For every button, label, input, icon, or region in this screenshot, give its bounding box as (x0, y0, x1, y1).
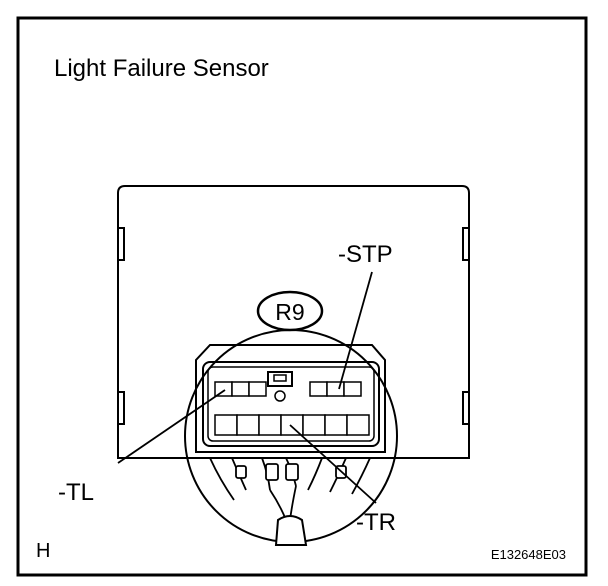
pin-cavity (302, 414, 326, 436)
wire-bundle (274, 515, 308, 546)
connector-inner-frame-2 (207, 366, 375, 442)
pin-cavity (280, 414, 304, 436)
pin-cavity (346, 414, 370, 436)
pin-cavity (236, 414, 260, 436)
pin-label-tl: -TL (58, 479, 94, 506)
right-tab-bottom (462, 391, 470, 425)
pin-label-tr: -TR (356, 509, 396, 536)
latch-pin (274, 390, 286, 402)
sensor-body (117, 185, 470, 459)
pin-row-lower (214, 414, 370, 436)
connector-code-oval (256, 290, 324, 332)
pin-row-upper-left (214, 381, 267, 397)
pin-cavity (214, 414, 238, 436)
diagram-title: Light Failure Sensor (54, 55, 269, 82)
pin-row-upper-right (309, 381, 362, 397)
connector-latch (267, 371, 293, 387)
left-tab-top (117, 227, 125, 261)
pin-label-stp: -STP (338, 241, 393, 268)
pin-cavity (258, 414, 282, 436)
right-tab-top (462, 227, 470, 261)
left-tab-bottom (117, 391, 125, 425)
wire-clips (235, 463, 347, 481)
pin-cavity (214, 381, 233, 397)
pin-cavity (326, 381, 345, 397)
pin-cavity (231, 381, 250, 397)
leader-line-tr (289, 424, 377, 504)
latch-slot (273, 374, 287, 382)
pin-cavity (324, 414, 348, 436)
pin-cavity (343, 381, 362, 397)
figure-frame (16, 16, 588, 577)
leader-line-tl (117, 389, 226, 464)
figure-id: E132648E03 (491, 547, 566, 562)
leader-line-stp (338, 271, 373, 390)
connector-code-label: R9 (275, 299, 304, 325)
pin-cavity (248, 381, 267, 397)
corner-mark: H (36, 540, 50, 562)
pin-cavity (309, 381, 328, 397)
